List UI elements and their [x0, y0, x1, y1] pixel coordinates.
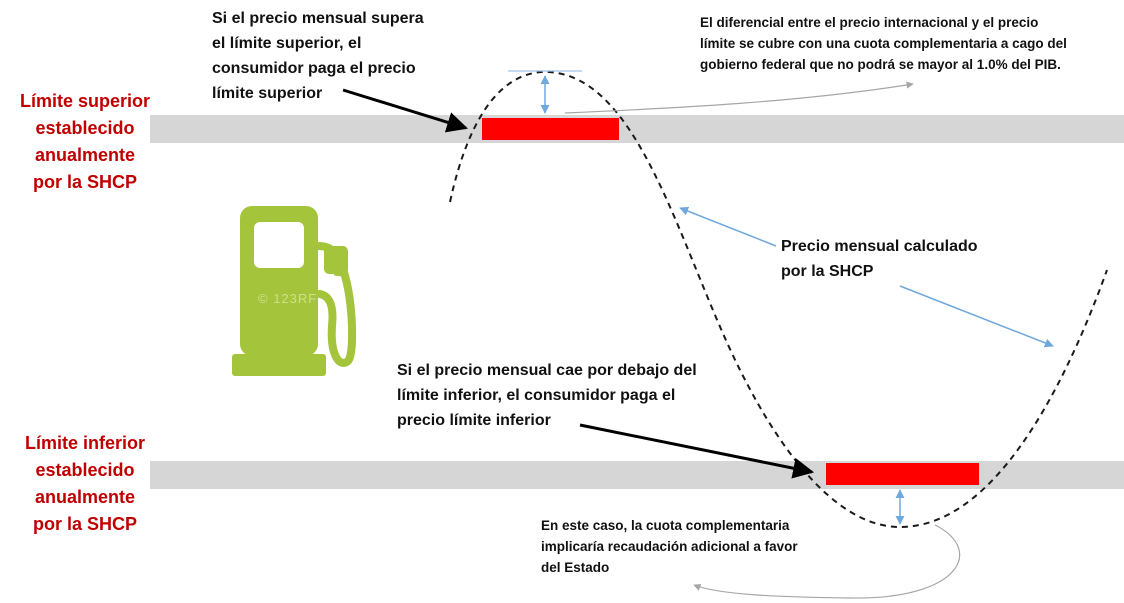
differential-note: El diferencial entre el precio internaci… — [700, 15, 1067, 72]
fuel-pump-icon — [232, 206, 357, 376]
upper-limit-note: Si el precio mensual supera el límite su… — [212, 10, 424, 102]
lower-note-arrow — [579, 423, 815, 479]
additional-revenue-arrow — [693, 524, 961, 599]
lower-limit-price-bar — [826, 463, 979, 485]
lower-limit-label: Límite inferior establecido anualmente p… — [24, 433, 145, 534]
upper-note-arrow — [342, 88, 469, 133]
upper-limit-label: Límite superior establecido anualmente p… — [19, 91, 151, 192]
lower-limit-note: Si el precio mensual cae por debajo del … — [397, 362, 697, 429]
watermark-text: © 123RF — [258, 291, 318, 306]
price-arrow-down — [899, 285, 1054, 348]
upper-limit-band — [150, 115, 1124, 143]
monthly-price-curve — [449, 70, 1108, 529]
upper-limit-price-bar — [482, 118, 619, 140]
differential-arrow — [564, 81, 914, 114]
additional-revenue-note: En este caso, la cuota complementaria im… — [541, 518, 798, 575]
price-arrow-up — [679, 206, 777, 247]
monthly-price-note: Precio mensual calculado por la SHCP — [781, 238, 978, 280]
